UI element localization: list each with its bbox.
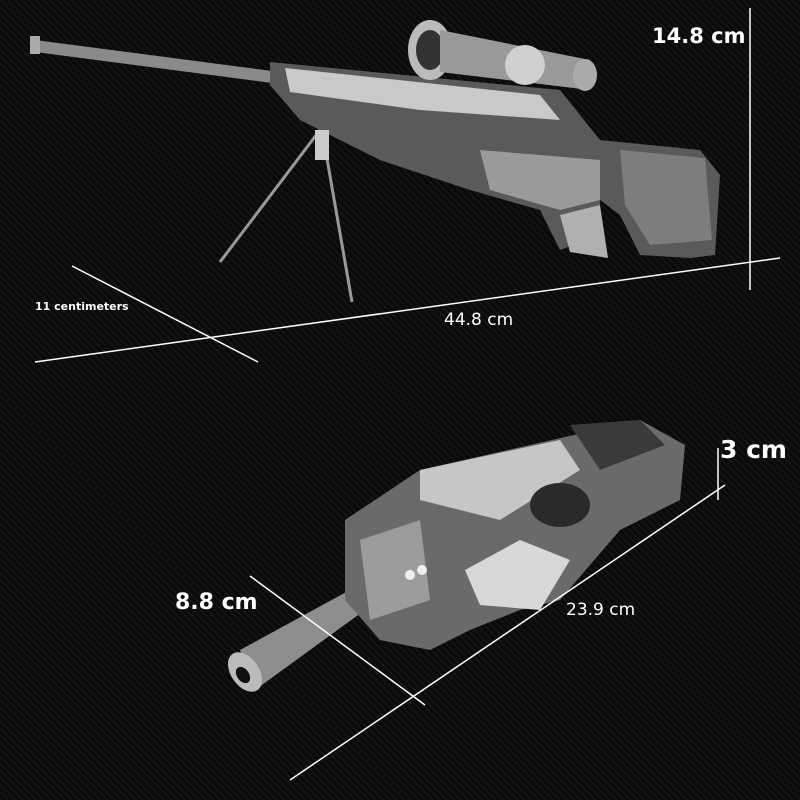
smg-width-line xyxy=(249,575,426,706)
smg-length-line xyxy=(289,484,726,781)
smg-model xyxy=(227,420,685,692)
sniper-rifle-model xyxy=(30,20,720,303)
rifle-length-line xyxy=(34,257,781,363)
smg-length-label: 23.9 cm xyxy=(566,600,636,620)
rifle-height-label: 14.8 cm xyxy=(652,24,746,48)
rifle-width-line xyxy=(71,265,259,363)
smg-width-label: 8.8 cm xyxy=(175,590,258,615)
rifle-length-label: 44.8 cm xyxy=(444,310,514,330)
rifle-width-label: 11 centimeters xyxy=(35,300,129,313)
smg-height-label: 3 cm xyxy=(720,435,787,464)
